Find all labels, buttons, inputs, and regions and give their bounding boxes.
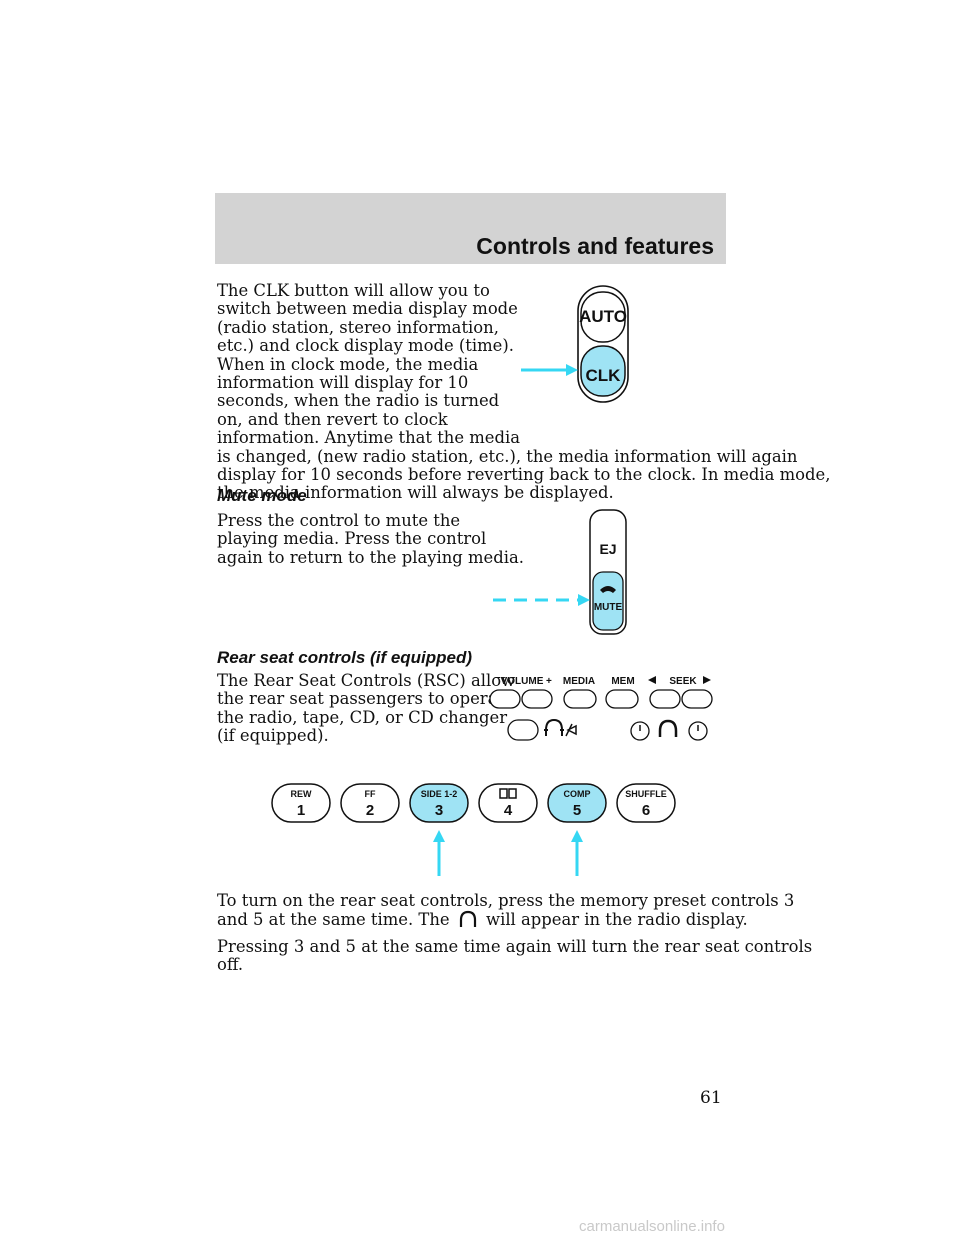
text-line: The Rear Seat Controls (RSC) allow bbox=[217, 671, 516, 690]
text-line: playing media. Press the control bbox=[217, 529, 487, 549]
section-title: Controls and features bbox=[476, 233, 714, 259]
media-button bbox=[563, 689, 597, 709]
text-line: and 5 at the same time. The will appear … bbox=[217, 910, 748, 930]
text-line: the radio, tape, CD, or CD changer bbox=[217, 707, 508, 727]
watermark: carmanualsonline.info bbox=[579, 1218, 725, 1235]
preset-button-6: SHUFFLE 6 bbox=[616, 783, 676, 823]
text-line: etc.) and clock display mode (time). bbox=[217, 336, 514, 356]
seek-label: SEEK bbox=[669, 676, 697, 687]
seek-left-icon bbox=[648, 676, 656, 684]
seek-up-button bbox=[681, 689, 713, 709]
text-line: the rear seat passengers to operate bbox=[217, 689, 514, 709]
media-label: MEDIA bbox=[563, 676, 595, 687]
section-header: Controls and features bbox=[215, 193, 726, 264]
text-line: (if equipped). bbox=[217, 726, 329, 746]
auto-button bbox=[580, 291, 626, 343]
mute-label: MUTE bbox=[594, 602, 623, 613]
preset-button-5: COMP 5 bbox=[547, 783, 607, 823]
text-line: information will display for 10 bbox=[217, 373, 469, 393]
preset-4-number: 4 bbox=[504, 802, 513, 819]
text-line: switch between media display mode bbox=[217, 299, 518, 319]
clk-button bbox=[580, 345, 626, 397]
preset-button-1: REW 1 bbox=[271, 783, 331, 823]
preset-5-label: COMP bbox=[564, 789, 591, 799]
mem-button bbox=[605, 689, 639, 709]
preset-2-number: 2 bbox=[366, 802, 374, 819]
arrow-head-icon bbox=[578, 594, 590, 606]
rear-seat-heading: Rear seat controls (if equipped) bbox=[217, 648, 473, 667]
preset-2-label: FF bbox=[365, 789, 376, 799]
preset-1-number: 1 bbox=[297, 802, 305, 819]
arrow-up-icon bbox=[433, 830, 445, 842]
preset-3-label: SIDE 1-2 bbox=[421, 789, 458, 799]
arrow-head-icon bbox=[566, 364, 578, 376]
preset-1-label: REW bbox=[291, 789, 313, 799]
seek-down-button bbox=[649, 689, 681, 709]
volume-plus-label: + bbox=[546, 676, 552, 687]
text-line: seconds, when the radio is turned bbox=[217, 391, 500, 411]
text-line: information. Anytime that the media bbox=[217, 428, 521, 448]
seek-right-icon bbox=[703, 676, 711, 684]
text-line: the media information will always be dis… bbox=[217, 483, 614, 503]
text-line: again to return to the playing media. bbox=[217, 547, 524, 567]
arrow-up-icon bbox=[571, 830, 583, 842]
rear-seat-paragraph: The Rear Seat Controls (RSC) allow the r… bbox=[217, 671, 516, 746]
mute-heading: Mute mode bbox=[217, 486, 307, 505]
preset-5-number: 5 bbox=[573, 802, 581, 819]
volume-label: VOLUME bbox=[501, 676, 544, 687]
volume-minus-label: – bbox=[495, 672, 501, 683]
preset-3-number: 3 bbox=[435, 802, 443, 819]
mute-paragraph: Press the control to mute the playing me… bbox=[217, 511, 524, 567]
preset-button-2: FF 2 bbox=[340, 783, 400, 823]
speaker-icon bbox=[565, 723, 577, 737]
text-line: To turn on the rear seat controls, press… bbox=[217, 891, 795, 910]
preset-buttons-figure: REW 1 FF 2 SIDE 1-2 3 4 COMP 5 SHUFFLE 6 bbox=[271, 783, 676, 876]
power-button bbox=[507, 719, 539, 741]
text-line: Press the control to mute the bbox=[217, 511, 461, 530]
text-line: off. bbox=[217, 955, 244, 975]
mem-label: MEM bbox=[611, 676, 634, 687]
headphone-icon bbox=[459, 911, 476, 928]
page-number: 61 bbox=[700, 1088, 722, 1108]
preset-button-4: 4 bbox=[478, 783, 538, 823]
preset-button-3: SIDE 1-2 3 bbox=[409, 783, 469, 823]
preset-6-label: SHUFFLE bbox=[625, 789, 667, 799]
phone-icon bbox=[600, 586, 616, 593]
text-line: Pressing 3 and 5 at the same time again … bbox=[217, 936, 813, 956]
text-line: display for 10 seconds before reverting … bbox=[217, 465, 831, 485]
rear-seat-instructions: To turn on the rear seat controls, press… bbox=[217, 891, 813, 975]
text-line: The CLK button will allow you to bbox=[217, 281, 490, 300]
text-line: (radio station, stereo information, bbox=[217, 317, 499, 337]
volume-down-button bbox=[489, 689, 521, 709]
text-line: When in clock mode, the media bbox=[217, 354, 479, 374]
rsc-panel-figure: – VOLUME + MEDIA MEM SEEK bbox=[489, 672, 713, 741]
headphone-mute-icon bbox=[544, 718, 564, 736]
preset-6-number: 6 bbox=[642, 802, 650, 819]
volume-up-button bbox=[521, 689, 553, 709]
auto-label: AUTO bbox=[579, 307, 627, 326]
text-line: is changed, (new radio station, etc.), t… bbox=[217, 446, 798, 466]
clk-paragraph: The CLK button will allow you to switch … bbox=[217, 281, 831, 503]
auto-clk-figure: AUTO CLK bbox=[521, 285, 629, 403]
clk-label: CLK bbox=[586, 366, 622, 385]
headphone-icon bbox=[658, 719, 678, 737]
mute-button bbox=[592, 571, 624, 631]
text-line: on, and then revert to clock bbox=[217, 409, 448, 429]
dolby-icon bbox=[499, 788, 517, 799]
ej-label: EJ bbox=[599, 541, 616, 557]
ej-mute-figure: EJ MUTE bbox=[493, 509, 627, 635]
